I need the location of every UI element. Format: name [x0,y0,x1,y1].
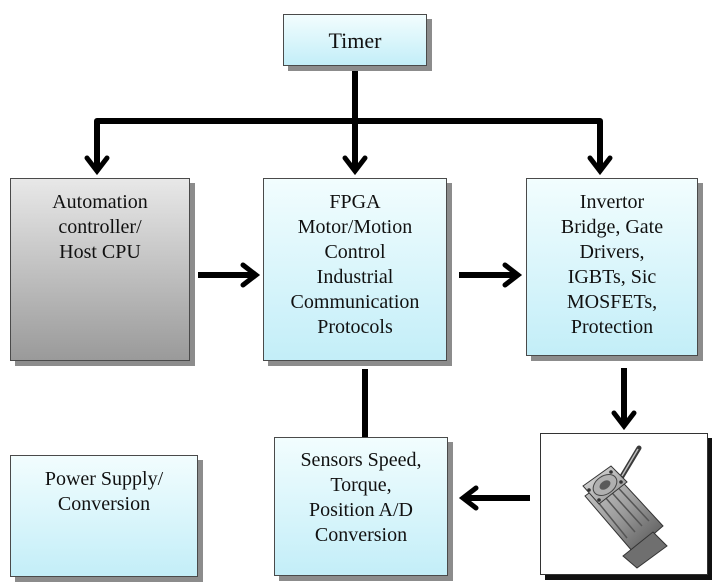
arrowhead-to-inverter-top [587,155,613,176]
host-line-2: controller/ [58,216,142,238]
fpga-line-5: Communication [290,291,420,313]
motor-end-cap [622,531,668,569]
inverter-line-4: IGBTs, Sic [567,266,657,288]
arrowhead-into-fpga [240,262,261,288]
sensors-line-3: Position A/D [309,499,413,521]
power-line-2: Conversion [57,493,151,515]
arrowhead-into-inverter [502,262,523,288]
inverter-box: Invertor Bridge, Gate Drivers, IGBTs, Si… [526,178,698,356]
host-line-3: Host CPU [59,241,141,263]
fpga-box: FPGA Motor/Motion Control Industrial Com… [263,178,447,361]
sensors-box: Sensors Speed, Torque, Position A/D Conv… [274,437,448,576]
host-line-1: Automation [52,191,148,213]
sensors-line-2: Torque, [330,474,392,496]
arrowhead-to-sensors [458,485,479,511]
inverter-line-5: MOSFETs, [566,291,658,313]
fpga-line-3: Control [324,241,386,263]
fpga-line-6: Protocols [317,316,393,338]
timer-box: Timer [283,14,427,66]
fpga-line-1: FPGA [329,191,381,213]
host-cpu-box: Automation controller/ Host CPU [10,178,190,361]
arrowhead-to-motor [611,410,637,431]
arrowhead-to-host [84,155,110,176]
sensors-line-4: Conversion [314,524,408,546]
fpga-line-2: Motor/Motion [297,216,413,238]
motor-box [540,433,708,575]
timer-label: Timer [328,27,382,53]
sensors-line-1: Sensors Speed, [300,449,422,471]
motor-shaft [618,445,642,481]
fpga-line-4: Industrial [316,266,394,288]
arrowhead-to-fpga-top [342,155,368,176]
inverter-line-6: Protection [570,316,654,338]
power-supply-box: Power Supply/ Conversion [10,455,198,577]
inverter-line-2: Bridge, Gate [560,216,664,238]
timer-distribution-bus [94,118,603,170]
motor-icon [582,445,668,569]
inverter-line-3: Drivers, [579,241,645,263]
power-line-1: Power Supply/ [44,468,164,490]
inverter-line-1: Invertor [579,191,645,213]
